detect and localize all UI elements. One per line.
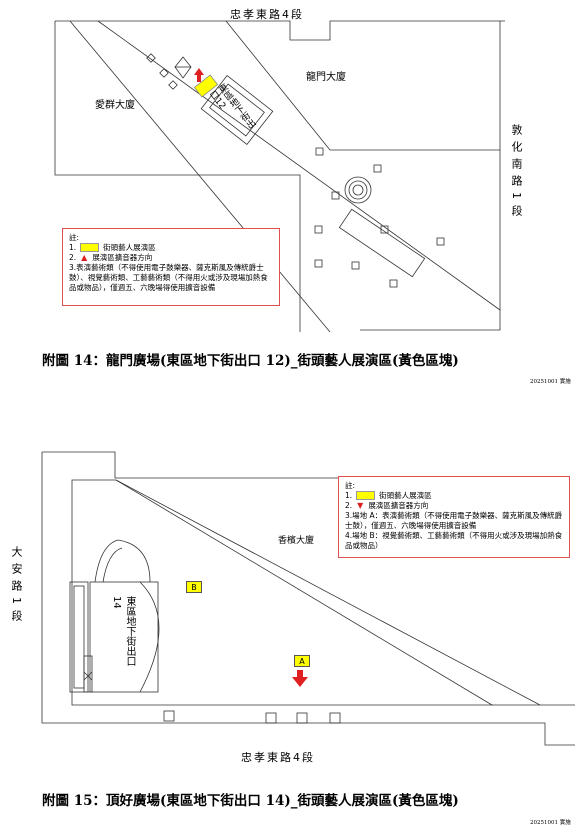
map1-street-right: 敦化南路1段 [510,124,523,222]
map1-building-left: 愛群大廈 [95,100,135,111]
map2-zone-a: A [294,655,310,667]
map2-speaker-arrow [292,670,308,687]
map2-building: 香檳大廈 [278,536,315,546]
map1-caption: 附圖 14：龍門廣場(東區地下街出口 12)_街頭藝人展演區(黃色區塊) [42,353,459,369]
map1-planter [351,261,360,270]
map1-performance-zone [193,74,219,98]
map2-exit-structure [89,581,159,693]
map2-top-boundary [42,451,520,479]
map1-plaza-boundary [54,21,301,332]
map2-exit-label: 東區地下街出口14 [111,596,135,666]
map1-fountain [344,176,372,204]
map1-planter [168,80,178,90]
map1-planter [331,191,340,200]
map2-planter [265,712,277,724]
map2-notes-item2-text: 展演區擴音器方向 [368,501,429,510]
map1-notes-heading: 註: [69,233,80,242]
map1-planter [159,68,169,78]
map2-plaza-boundary [41,452,575,746]
map1-diagonal-edge-1 [69,20,331,333]
map1-notes-item2-num: 2. [69,253,77,262]
map1-planter [389,279,398,288]
map1-exit-structure [200,75,274,145]
map1-notes-item1-num: 1. [69,243,77,252]
map2-notes-item2-num: 2. [345,501,353,510]
map1-stamp: 20251001 實施 [530,379,571,385]
map1-notes-item1-text: 街頭藝人展演區 [103,243,156,252]
map1-notes-item3: 3.表演藝術類（不得使用電子鼓樂器、薩克斯風及傳統爵士鼓）、視覺藝術類、工藝藝術… [69,263,268,292]
map1-notes: 註: 1. 街頭藝人展演區 2. ▲ 展演區擴音器方向 3.表演藝術類（不得使用… [62,228,280,306]
map1-planter [314,225,323,234]
red-arrow-up-icon: ▲ [81,253,88,262]
map1-building-right-outline [225,20,501,151]
map1-lower-edge [360,150,501,331]
map2-notes-item4: 4.場地 B：視覺藝術類、工藝藝術類（不得用火或涉及現場加熱食品或物品） [345,531,563,550]
map1-street-top: 忠孝東路4段 [230,8,304,21]
map2-zone-b: B [186,581,202,593]
map2-street-bottom: 忠孝東路4段 [241,751,315,764]
map1-diagonal-edge-2 [97,20,501,311]
map1-street-edge-top [55,20,505,41]
yellow-swatch-icon [80,243,100,252]
red-arrow-down-icon: ▼ [357,501,364,510]
map2-notes-item3: 3.場地 A：表演藝術類（不得使用電子鼓樂器、薩克斯風及傳統爵士鼓），僅週五、六… [345,511,563,530]
map2-planter [163,710,175,722]
map1-planter [314,259,323,268]
map2-notes-item1-text: 街頭藝人展演區 [379,491,432,500]
map1-bench [338,208,426,278]
map2-stamp: 20251001 實施 [530,820,571,826]
yellow-swatch-icon [356,491,376,500]
map1-planter [373,164,382,173]
map2-notes-item1-num: 1. [345,491,353,500]
map1-planter [146,53,156,63]
map2-caption: 附圖 15：頂好廣場(東區地下街出口 14)_街頭藝人展演區(黃色區塊) [42,793,459,809]
map1-sculpture [174,56,192,79]
map2-diagonal-edge [115,479,541,706]
map2-notes-heading: 註: [345,481,356,490]
map1-planter [436,237,445,246]
map1-planter [315,147,324,156]
map1-notes-item2-text: 展演區擴音器方向 [92,253,153,262]
map2-planter [296,712,308,724]
map2-street-left: 大安路1段 [10,546,23,627]
map1-speaker-arrow [194,68,204,82]
map2-planter [329,712,341,724]
map1-building-right: 龍門大廈 [306,72,346,83]
map2-notes: 註: 1. 街頭藝人展演區 2. ▼ 展演區擴音器方向 3.場地 A：表演藝術類… [338,476,570,558]
